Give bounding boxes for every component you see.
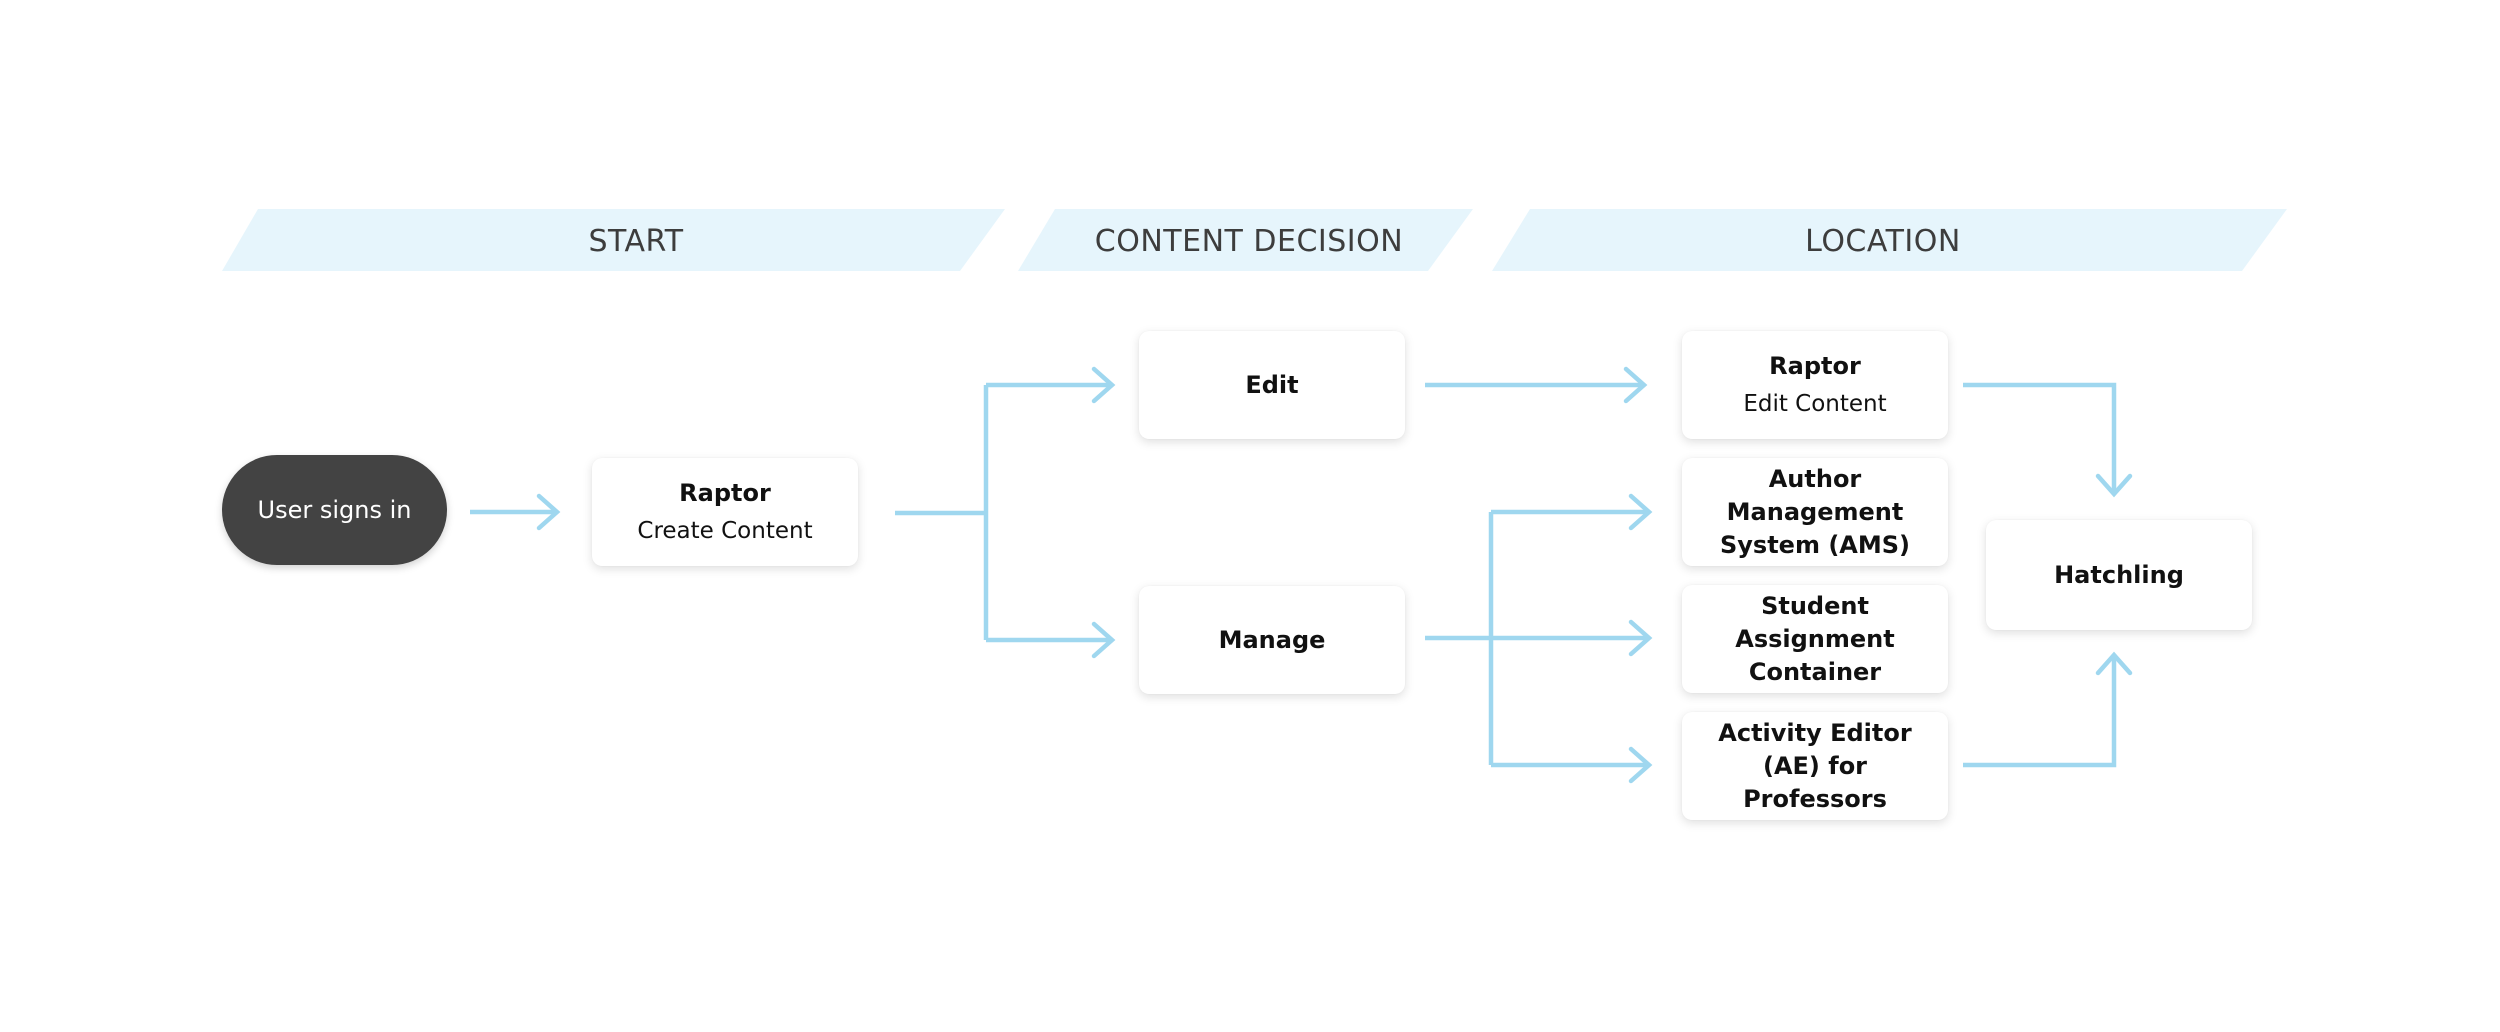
raptor-edit-title: Raptor [1769,351,1861,380]
arrowhead-icon [1091,366,1116,404]
activity-editor-title: Activity Editor (AE) for Professors [1718,718,1912,813]
connector-edit-to-raptor-edit [1425,366,1648,404]
edit-node[interactable]: Edit [1139,331,1405,439]
lane-header-location: LOCATION [1492,209,2287,271]
arrowhead-icon [1628,619,1653,657]
arrowhead-icon [1623,366,1648,404]
lane-label-content-decision: CONTENT DECISION [1095,224,1403,259]
manage-title: Manage [1218,625,1326,654]
arrowhead-icon [536,493,561,531]
arrowhead-icon [1628,493,1653,531]
connector-manage-to-locations [1425,493,1653,784]
user-signs-in-label: User signs in [257,496,412,524]
ams-node[interactable]: Author Management System (AMS) [1682,458,1948,566]
connector-raptor-edit-to-hatchling [1963,382,2133,498]
arrowhead-icon [2095,473,2133,498]
connector-signin-to-raptor-create [470,493,561,531]
connector-raptor-create-to-decisions [895,366,1116,659]
ams-title: Author Management System (AMS) [1719,464,1910,559]
lane-header-content-decision: CONTENT DECISION [1018,209,1473,271]
lane-label-location: LOCATION [1805,224,1961,259]
raptor-create-content-node[interactable]: Raptor Create Content [592,458,858,566]
raptor-create-title: Raptor [679,478,771,507]
arrowhead-icon [1091,621,1116,659]
connector-activity-editor-to-hatchling [1963,651,2133,768]
raptor-edit-content-node[interactable]: Raptor Edit Content [1682,331,1948,439]
activity-editor-node[interactable]: Activity Editor (AE) for Professors [1682,712,1948,820]
student-assignment-title: Student Assignment Container [1735,591,1895,686]
student-assignment-container-node[interactable]: Student Assignment Container [1682,585,1948,693]
arrowhead-icon [1628,746,1653,784]
raptor-create-subtitle: Create Content [637,517,813,544]
edit-title: Edit [1245,370,1299,399]
manage-node[interactable]: Manage [1139,586,1405,694]
arrowhead-icon [2095,651,2133,676]
user-signs-in-terminal[interactable]: User signs in [222,455,447,565]
lane-header-start: START [222,209,1005,271]
lane-label-start: START [588,224,683,259]
raptor-edit-subtitle: Edit Content [1743,390,1887,417]
hatchling-node[interactable]: Hatchling [1986,520,2252,630]
hatchling-title: Hatchling [2054,560,2184,589]
